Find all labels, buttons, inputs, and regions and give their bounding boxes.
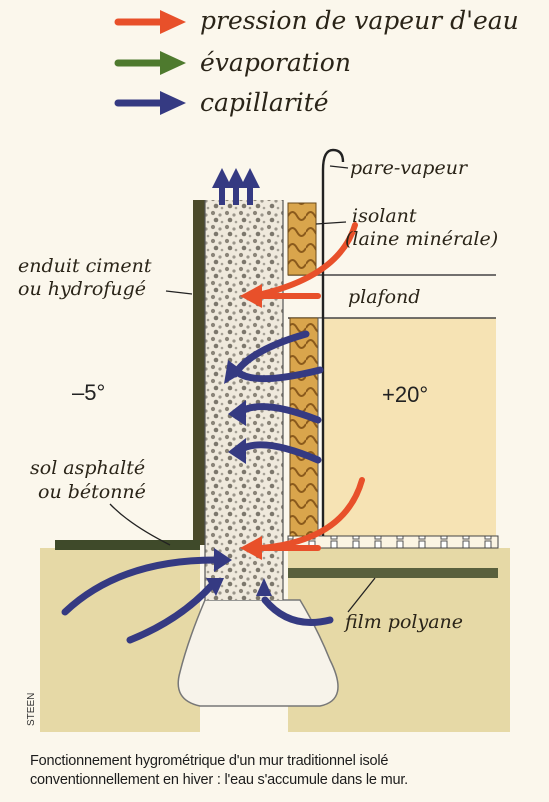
legend-item-evaporation: évaporation: [118, 48, 351, 77]
label-ceiling: plafond: [348, 286, 420, 308]
legend-label: capillarité: [200, 88, 329, 117]
evaporation-arrows: [212, 168, 260, 205]
label-ground-slab: sol asphalté: [30, 457, 145, 479]
artist-signature: STEEN: [26, 693, 37, 726]
legend-label: pression de vapeur d'eau: [200, 6, 519, 35]
figure-caption: Fonctionnement hygrométrique d'un mur tr…: [30, 752, 540, 790]
legend: pression de vapeur d'eau évaporation cap…: [118, 6, 519, 117]
label-insulation-material: (laine minérale): [345, 228, 498, 250]
label-render-variant: ou hydrofugé: [18, 278, 146, 300]
temperature-inside: +20°: [382, 382, 428, 407]
caption-line-2: conventionnellement en hiver : l'eau s'a…: [30, 771, 540, 790]
legend-label: évaporation: [200, 48, 351, 77]
exterior-slab: [55, 540, 200, 550]
masonry-wall: [193, 200, 283, 600]
label-vapor-barrier: pare-vapeur: [350, 157, 469, 179]
attic-insulation: [288, 203, 316, 275]
temperature-outside: –5°: [72, 380, 105, 405]
wall-insulation: [290, 318, 318, 536]
legend-item-capillarity: capillarité: [118, 88, 329, 117]
label-insulation: isolant: [352, 205, 417, 227]
label-polyane-film: film polyane: [343, 611, 463, 633]
interior-room: [296, 318, 496, 536]
cement-render: [193, 200, 205, 545]
label-render: enduit ciment: [18, 255, 152, 277]
label-ground-slab-variant: ou bétonné: [38, 481, 146, 503]
caption-line-1: Fonctionnement hygrométrique d'un mur tr…: [30, 752, 540, 771]
legend-item-vapor-pressure: pression de vapeur d'eau: [118, 6, 519, 35]
